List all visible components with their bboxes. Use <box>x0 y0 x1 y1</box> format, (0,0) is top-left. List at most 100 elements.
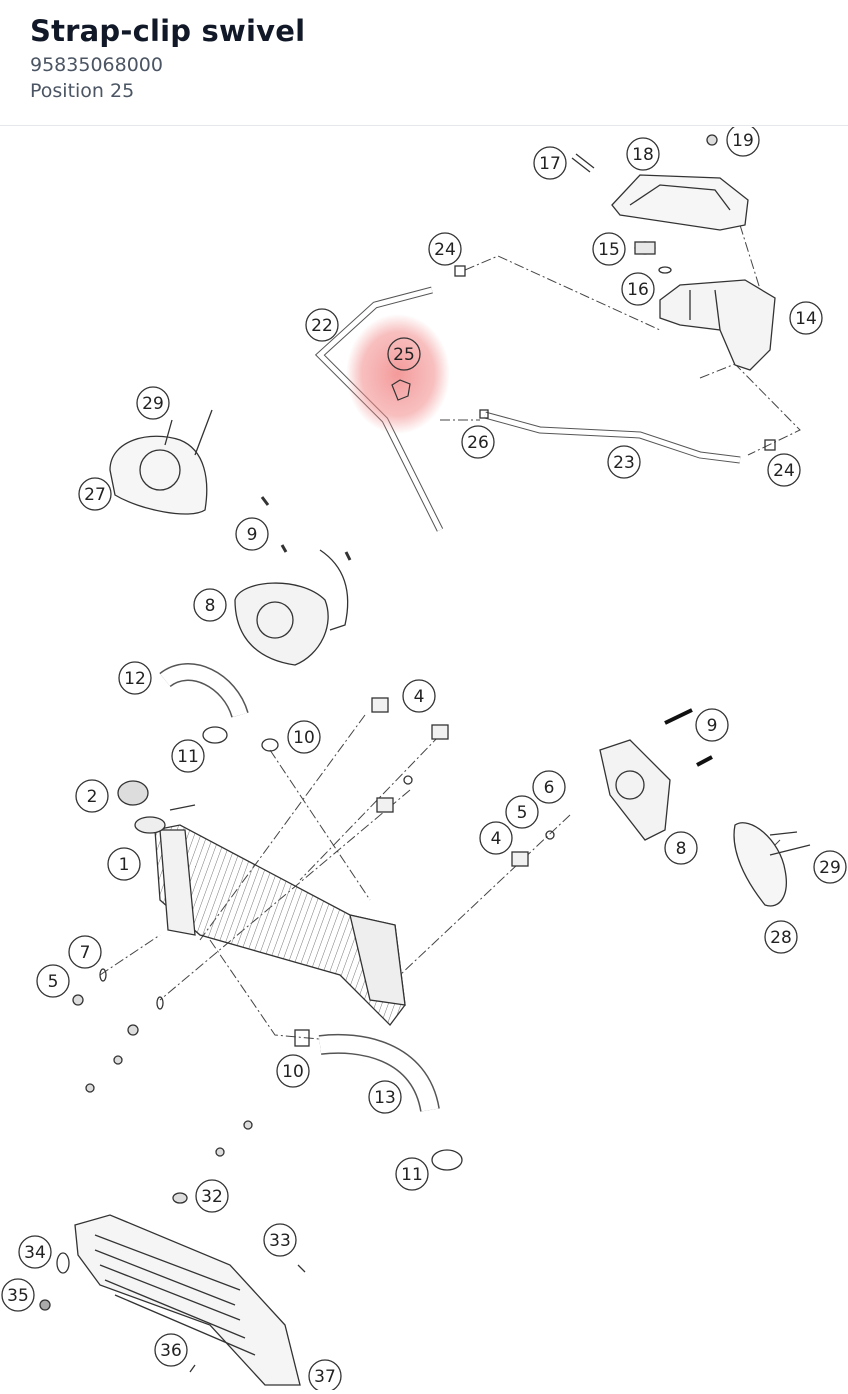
callout-10[interactable]: 10 <box>287 720 321 754</box>
callout-circle <box>789 301 823 335</box>
callout-label: 1 <box>119 855 130 875</box>
callout-24[interactable]: 24 <box>428 232 462 266</box>
callout-circle <box>171 739 205 773</box>
callout-label: 19 <box>732 131 754 151</box>
callout-label: 33 <box>269 1231 291 1251</box>
hose-clamp-lower <box>431 1149 463 1171</box>
callout-32[interactable]: 32 <box>195 1179 229 1213</box>
callout-circle <box>621 272 655 306</box>
callout-label: 11 <box>401 1165 423 1185</box>
callout-5[interactable]: 5 <box>505 795 539 829</box>
callout-37[interactable]: 37 <box>308 1359 342 1393</box>
callout-label: 10 <box>282 1062 304 1082</box>
callout-label: 27 <box>84 485 106 505</box>
callout-label: 11 <box>177 747 199 767</box>
callout-label: 17 <box>539 154 561 174</box>
callout-6[interactable]: 6 <box>532 770 566 804</box>
callout-circle <box>118 661 152 695</box>
callout-label: 6 <box>544 778 555 798</box>
callout-1[interactable]: 1 <box>107 847 141 881</box>
callout-11[interactable]: 11 <box>171 739 205 773</box>
callout-circle <box>18 1235 52 1269</box>
diagram-canvas: 1718192415161422252926232427981249101162… <box>1 123 847 1393</box>
callout-2[interactable]: 2 <box>75 779 109 813</box>
callout-17[interactable]: 17 <box>533 146 567 180</box>
callout-27[interactable]: 27 <box>78 477 112 511</box>
part-title: Strap-clip swivel <box>30 14 306 48</box>
callout-36[interactable]: 36 <box>154 1333 188 1367</box>
callout-label: 32 <box>201 1187 223 1207</box>
callout-15[interactable]: 15 <box>592 232 626 266</box>
callout-label: 15 <box>598 240 620 260</box>
callout-circle <box>276 1054 310 1088</box>
callout-4[interactable]: 4 <box>402 679 436 713</box>
callout-28[interactable]: 28 <box>764 920 798 954</box>
side-cover-left <box>109 435 208 515</box>
callout-23[interactable]: 23 <box>607 445 641 479</box>
callout-13[interactable]: 13 <box>368 1080 402 1114</box>
callout-circle <box>36 964 70 998</box>
callout-34[interactable]: 34 <box>18 1235 52 1269</box>
callout-16[interactable]: 16 <box>621 272 655 306</box>
callout-circle <box>479 821 513 855</box>
callout-label: 25 <box>393 345 415 365</box>
callout-label: 24 <box>773 461 795 481</box>
callout-label: 29 <box>819 858 841 878</box>
callout-label: 9 <box>247 525 258 545</box>
callout-14[interactable]: 14 <box>789 301 823 335</box>
callout-circle <box>235 517 269 551</box>
callout-circle <box>78 477 112 511</box>
part-drawings <box>39 134 811 1386</box>
callout-label: 8 <box>205 596 216 616</box>
callout-11[interactable]: 11 <box>395 1157 429 1191</box>
callout-circle <box>287 720 321 754</box>
callout-label: 4 <box>414 687 425 707</box>
callout-circle <box>107 847 141 881</box>
callout-10[interactable]: 10 <box>276 1054 310 1088</box>
callout-8[interactable]: 8 <box>664 831 698 865</box>
callout-circle <box>533 146 567 180</box>
callout-19[interactable]: 19 <box>726 123 760 157</box>
part-header: Strap-clip swivel 95835068000 Position 2… <box>0 0 848 126</box>
part-position: Position 25 <box>30 80 135 102</box>
callout-5[interactable]: 5 <box>36 964 70 998</box>
callout-circle <box>695 708 729 742</box>
callout-label: 10 <box>293 728 315 748</box>
callout-29[interactable]: 29 <box>813 850 847 884</box>
callout-18[interactable]: 18 <box>626 137 660 171</box>
callout-label: 37 <box>314 1367 336 1387</box>
callout-label: 13 <box>374 1088 396 1108</box>
callout-9[interactable]: 9 <box>235 517 269 551</box>
callout-circle <box>387 337 421 371</box>
callout-29[interactable]: 29 <box>136 386 170 420</box>
callout-label: 23 <box>613 453 635 473</box>
callout-circle <box>813 850 847 884</box>
callout-circle <box>154 1333 188 1367</box>
hose-clamp-upper <box>202 726 228 744</box>
callout-7[interactable]: 7 <box>68 935 102 969</box>
callout-label: 36 <box>160 1341 182 1361</box>
callout-22[interactable]: 22 <box>305 308 339 342</box>
callout-24[interactable]: 24 <box>767 453 801 487</box>
strap-clip-swivel-part[interactable] <box>391 379 411 401</box>
assembly-lines <box>99 224 801 1041</box>
callout-9[interactable]: 9 <box>695 708 729 742</box>
callout-8[interactable]: 8 <box>193 588 227 622</box>
callout-label: 35 <box>7 1286 29 1306</box>
callout-label: 12 <box>124 669 146 689</box>
callout-12[interactable]: 12 <box>118 661 152 695</box>
callout-label: 7 <box>80 943 91 963</box>
callout-label: 5 <box>517 803 528 823</box>
callout-33[interactable]: 33 <box>263 1223 297 1257</box>
callout-circle <box>607 445 641 479</box>
selected-part-highlight <box>346 314 450 434</box>
callout-circle <box>1 1278 35 1312</box>
callout-25[interactable]: 25 <box>387 337 421 371</box>
callout-label: 4 <box>491 829 502 849</box>
callout-circle <box>767 453 801 487</box>
callout-35[interactable]: 35 <box>1 1278 35 1312</box>
callout-26[interactable]: 26 <box>461 425 495 459</box>
callout-4[interactable]: 4 <box>479 821 513 855</box>
callout-label: 2 <box>87 787 98 807</box>
